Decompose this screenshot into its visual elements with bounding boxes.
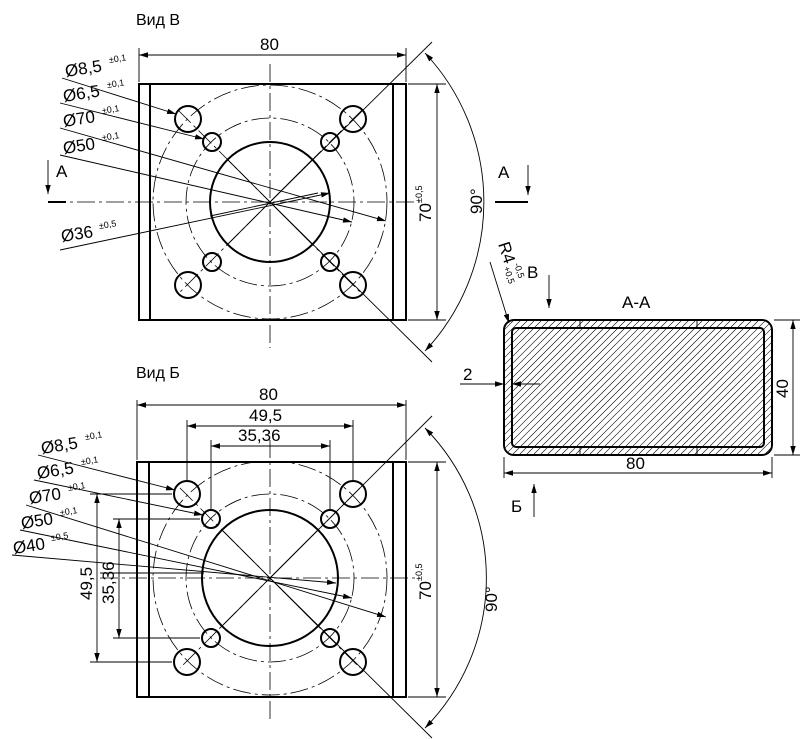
view-bb-title: Вид Б [136,365,180,382]
view-bb-callout-label: Ø8,5 [40,433,79,458]
view-bb-plate-outline [136,461,407,698]
view-bb-angle: 90° [482,586,501,612]
view-b-hole-small [320,132,340,152]
view-b-dim-width: 80 [260,35,279,54]
section-tube-outer [503,319,773,456]
section-view-mark-bottom: Б [511,497,522,516]
view-b-hole-large [174,105,202,133]
view-b-hole-small [320,252,340,272]
view-b: Вид В 80 70 [45,12,486,363]
view-b-callout-label: Ø36 [60,222,95,246]
section-radius: R4 [494,239,519,266]
view-b-dim-height-tol: ±0,5 [414,186,424,203]
view-b-dim-height: 70 [416,203,435,222]
view-bb-callout-label: Ø40 [12,534,47,558]
view-bb-hole-small [201,509,221,529]
view-bb-callout-tol: ±0,1 [67,480,86,493]
view-bb-callout-tol: ±0,5 [50,530,69,543]
section-mark-right: А [498,163,510,182]
view-bb: Вид Б 80 49,5 35,36 [12,365,501,739]
view-bb-callout-tol: ±0,1 [59,505,78,518]
view-b-callout-tol: ±0,5 [98,218,117,231]
view-bb-central-bore [201,509,339,647]
view-b-central-bore [209,141,331,263]
view-bb-dim-holes-outer: 49,5 [249,406,282,425]
view-b-callout-label: Ø6,5 [62,81,101,106]
view-b-circle-d50 [185,117,355,287]
view-bb-callout-tol: ±0,1 [80,454,99,467]
view-bb-dim-height-tol: ±0,5 [414,564,424,581]
view-b-callout-tol: ±0,1 [108,52,127,65]
view-bb-dim-v-outer: 49,5 [77,567,96,600]
view-bb-callout-label: Ø50 [20,509,55,533]
view-bb-circle-d50 [185,493,355,663]
view-b-title: Вид В [136,12,180,29]
view-b-callout-label: Ø8,5 [64,56,103,81]
section-view-mark-top: В [527,263,538,282]
view-b-hole-large [174,271,202,299]
view-b-hole-large [339,271,367,299]
view-bb-callout-label: Ø70 [28,484,63,508]
view-b-hole-large [339,105,367,133]
view-b-callout-tol: ±0,1 [106,77,125,90]
section-title: А-А [622,293,651,312]
view-b-callouts: Ø8,5 ±0,1 Ø6,5 ±0,1 Ø70 ±0,1 Ø50 ±0,1 Ø3… [60,52,387,251]
view-bb-callouts: Ø8,5 ±0,1 Ø6,5 ±0,1 Ø70 ±0,1 Ø50 ±0,1 Ø4… [12,429,387,618]
section-dim-wall: 2 [463,365,472,384]
view-bb-dim-width: 80 [259,385,278,404]
view-bb-circle-d70 [152,462,388,696]
view-bb-hole-small [320,628,340,648]
view-b-section-mark: А [56,162,68,181]
section-dim-width: 80 [626,454,645,473]
view-bb-hole-small [201,628,221,648]
view-bb-hole-large [173,648,201,676]
view-bb-hole-large [339,480,367,508]
section-tube-inner [511,327,765,448]
view-b-callout-tol: ±0,1 [101,130,120,143]
view-b-angle: 90° [467,188,486,214]
view-b-circle-d70 [152,84,388,320]
section-hatch [504,320,772,455]
view-bb-dim-v-inner: 35,36 [99,561,118,604]
view-b-callout-label: Ø70 [62,107,97,131]
view-bb-hole-small [320,509,340,529]
view-b-callout-tol: ±0,1 [101,103,120,116]
view-b-hole-small [202,252,222,272]
section-radius-tol-upper: -0,5 [512,262,526,280]
view-bb-hole-large [173,480,201,508]
section-dim-height: 40 [773,379,792,398]
view-bb-hole-large [339,648,367,676]
view-bb-callout-label: Ø6,5 [36,458,75,483]
view-bb-dim-height: 70 [416,581,435,600]
view-b-hole-small [202,132,222,152]
view-bb-callout-tol: ±0,1 [84,429,103,442]
view-bb-dim-holes-inner: 35,36 [238,426,281,445]
view-b-callout-label: Ø50 [62,134,97,158]
